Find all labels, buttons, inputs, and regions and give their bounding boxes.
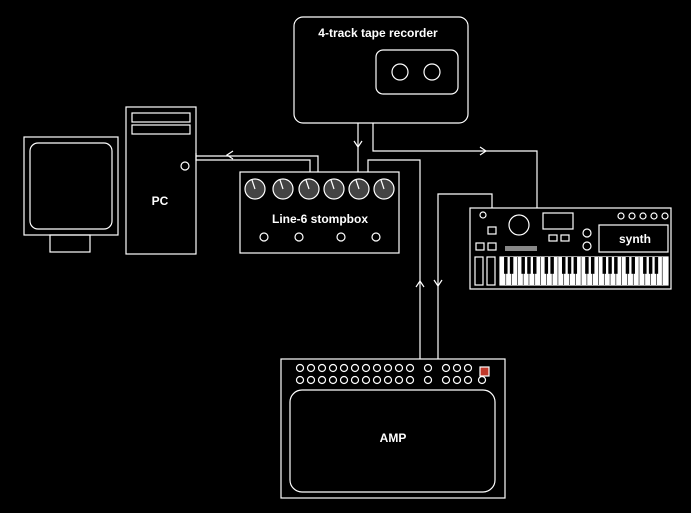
cable-tape-to-synth	[372, 141, 538, 208]
synth-label: synth	[619, 232, 651, 246]
knob-icon	[323, 178, 345, 200]
stompbox: Line-6 stompbox	[239, 171, 400, 254]
pc-tower: PC	[125, 106, 197, 255]
synth-keybed	[499, 256, 669, 286]
amp: AMP	[280, 358, 506, 499]
synth-buttons-top	[617, 212, 669, 220]
arrow-right-icon	[479, 146, 488, 156]
arrow-down-icon	[353, 140, 363, 149]
knob-icon	[373, 178, 395, 200]
cable-pc-to-stompbox	[195, 153, 311, 172]
tape-recorder: 4-track tape recorder	[293, 16, 469, 124]
knob-icon	[272, 178, 294, 200]
amp-indicator-light	[479, 366, 490, 377]
monitor	[23, 136, 119, 253]
amp-knob-rows	[295, 363, 487, 385]
pc-label: PC	[152, 194, 169, 208]
stompbox-footswitches	[259, 232, 381, 242]
tape-recorder-label: 4-track tape recorder	[318, 26, 438, 40]
arrow-heads	[225, 140, 488, 288]
knob-icon	[348, 178, 370, 200]
amp-label: AMP	[380, 431, 407, 445]
cable-synth-to-amp	[437, 193, 493, 359]
cables	[195, 123, 538, 359]
arrow-down-icon	[433, 279, 443, 288]
knob-icon	[298, 178, 320, 200]
arrow-left-icon	[225, 150, 234, 160]
stompbox-label: Line-6 stompbox	[272, 212, 368, 226]
synth: synth	[469, 207, 672, 290]
stompbox-knobs	[244, 178, 395, 200]
cable-stompbox-to-amp	[367, 159, 421, 359]
knob-icon	[244, 178, 266, 200]
cable-stompbox-to-pc	[196, 155, 319, 172]
arrow-up-icon	[415, 279, 425, 288]
